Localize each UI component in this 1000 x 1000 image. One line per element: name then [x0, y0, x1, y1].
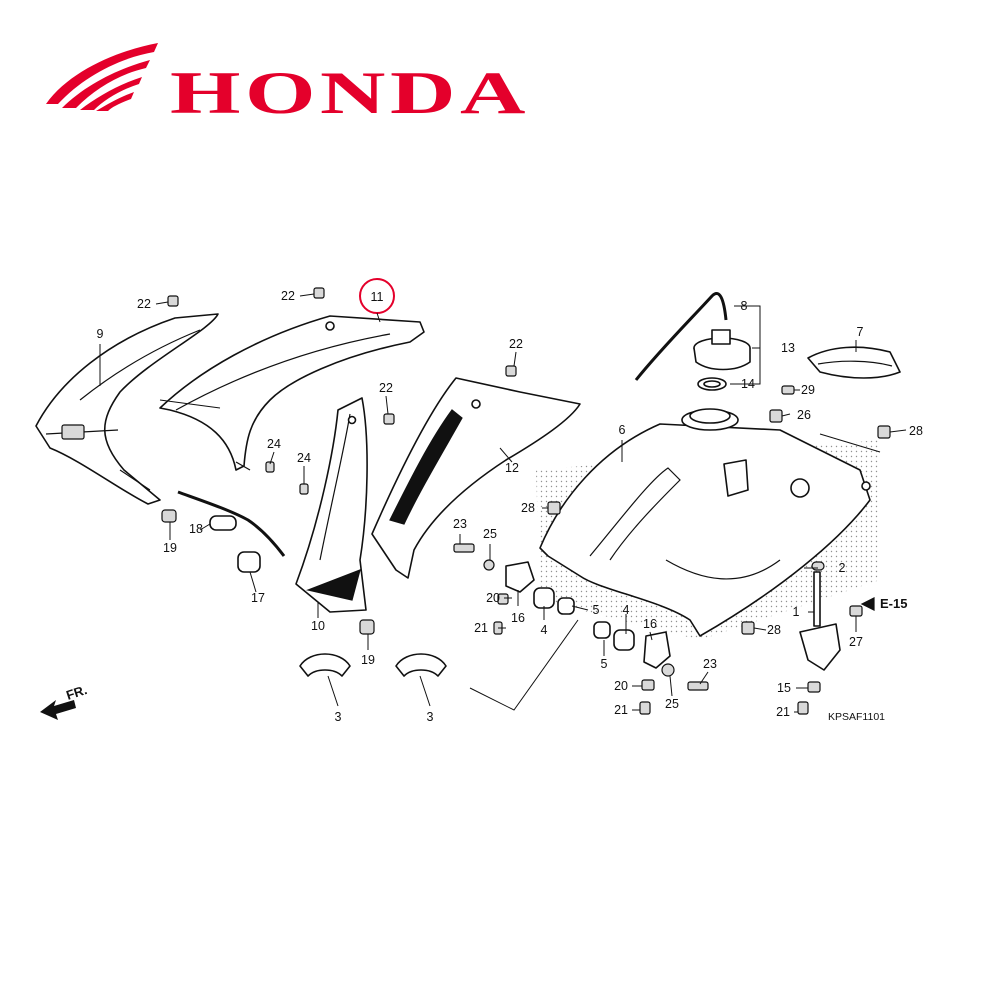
reference-label: E-15: [880, 596, 907, 611]
part-19-nut: [161, 509, 375, 635]
callout-18: 18: [189, 522, 203, 536]
front-direction-indicator: FR.: [40, 682, 89, 720]
highlighted-callout-11: 11: [359, 278, 395, 323]
callout-2: 2: [839, 561, 846, 575]
callout-12: 12: [505, 461, 519, 475]
part-6-fuel-tank: [539, 408, 871, 637]
callout-22: 22: [137, 297, 151, 311]
front-label: FR.: [64, 682, 89, 703]
callout-5: 5: [601, 657, 608, 671]
callout-14: 14: [741, 377, 755, 391]
callout-8: 8: [741, 299, 748, 313]
callout-25: 25: [483, 527, 497, 541]
callout-28: 28: [521, 501, 535, 515]
callout-22: 22: [281, 289, 295, 303]
part-9-shroud-left: [35, 313, 219, 505]
callout-20: 20: [614, 679, 628, 693]
callout-3: 3: [427, 710, 434, 724]
callout-19: 19: [163, 541, 177, 555]
callout-5: 5: [593, 603, 600, 617]
part-1-fuel-valve: [799, 571, 841, 671]
part-18-hose: [177, 490, 286, 557]
part-7-strap: [807, 346, 901, 379]
callout-11: 11: [371, 290, 384, 304]
callout-19: 19: [361, 653, 375, 667]
callout-9: 9: [97, 327, 104, 341]
callout-16: 16: [643, 617, 657, 631]
part-12-shroud-right: [371, 377, 581, 579]
callout-20: 20: [486, 591, 500, 605]
callout-27: 27: [849, 635, 863, 649]
part-10-side-cover: [295, 397, 368, 613]
callout-21: 21: [776, 705, 790, 719]
honda-logo: HONDA: [46, 43, 530, 126]
callout-16: 16: [511, 611, 525, 625]
callout-29: 29: [801, 383, 815, 397]
callout-22: 22: [509, 337, 523, 351]
callout-23: 23: [453, 517, 467, 531]
part-8-breather-hose: [634, 292, 728, 381]
callout-23: 23: [703, 657, 717, 671]
callout-17: 17: [251, 591, 265, 605]
callout-15: 15: [777, 681, 791, 695]
part-4-5-collars: [533, 587, 635, 651]
part-16-brackets: [505, 561, 671, 669]
callout-22: 22: [379, 381, 393, 395]
diagram-code: KPSAF1101: [828, 711, 885, 723]
brand-wordmark: HONDA: [170, 60, 530, 126]
part-14-cap-gasket: [697, 377, 727, 391]
part-13-fuel-cap: [693, 329, 751, 371]
part-17-grommet: [237, 551, 261, 573]
callout-24: 24: [267, 437, 281, 451]
callout-labels: 1 2 3 3 4 4 5 5 6 7 8 9 10 12 13 14 15 1…: [97, 289, 923, 724]
callout-24: 24: [297, 451, 311, 465]
callout-1: 1: [793, 605, 800, 619]
front-arrow-icon: [40, 700, 76, 720]
bolts: [167, 287, 891, 715]
callout-21: 21: [474, 621, 488, 635]
callout-4: 4: [541, 623, 548, 637]
callout-10: 10: [311, 619, 325, 633]
callout-28: 28: [767, 623, 781, 637]
callout-25: 25: [665, 697, 679, 711]
callout-3: 3: [335, 710, 342, 724]
callout-21: 21: [614, 703, 628, 717]
callout-13: 13: [781, 341, 795, 355]
callout-6: 6: [619, 423, 626, 437]
callout-4: 4: [623, 603, 630, 617]
callout-28: 28: [909, 424, 923, 438]
reference-e15: E-15: [860, 596, 907, 611]
callout-leaders: [99, 293, 907, 713]
callout-7: 7: [857, 325, 864, 339]
assembly-lines: [159, 399, 881, 711]
part-3-cushions: [299, 653, 447, 677]
honda-wing-icon: [46, 43, 158, 111]
callout-26: 26: [797, 408, 811, 422]
part-11-shroud-inner: [159, 315, 425, 471]
